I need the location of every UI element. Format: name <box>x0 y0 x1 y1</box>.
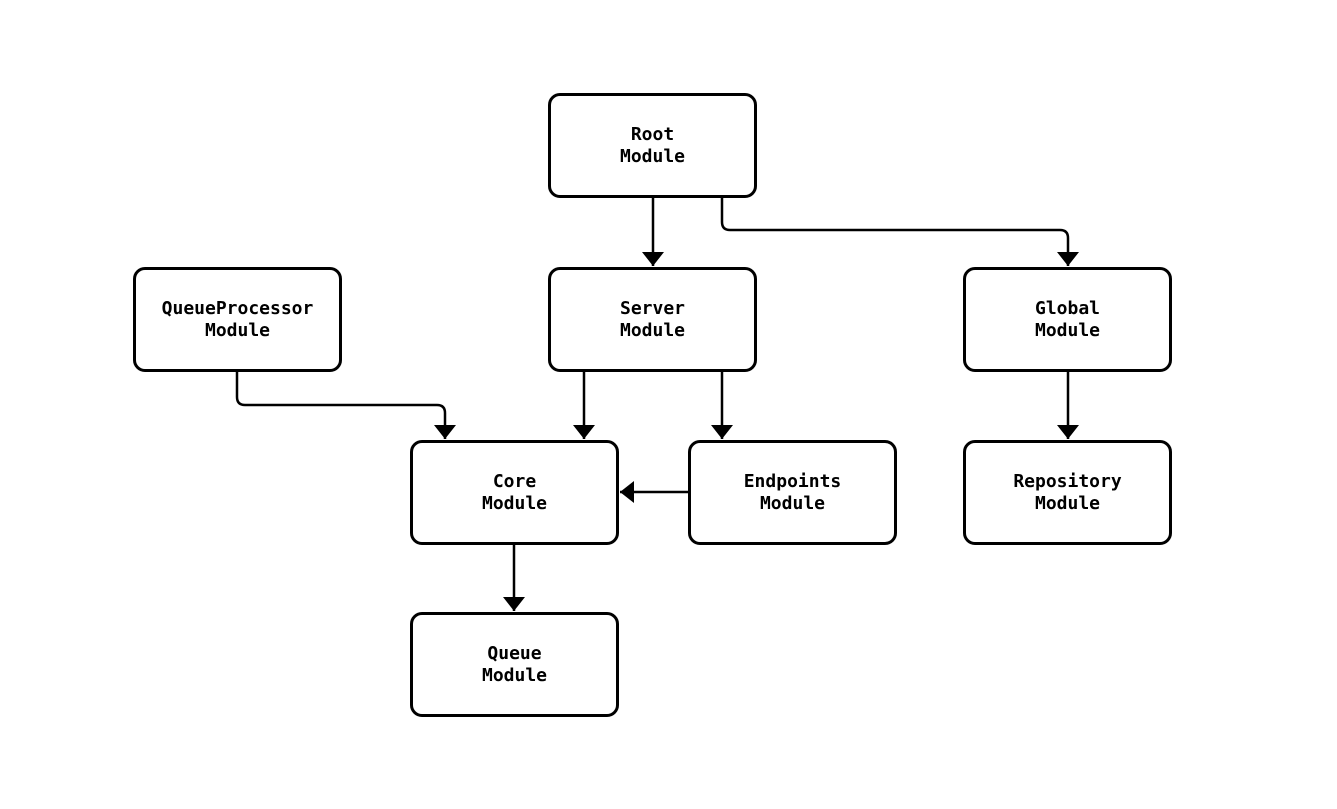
node-label: Global Module <box>1034 297 1101 341</box>
node-server-module: Server Module <box>548 267 757 372</box>
node-core-module: Core Module <box>410 440 619 545</box>
node-label: Root Module <box>619 123 686 167</box>
node-label: Queue Module <box>481 642 548 686</box>
node-queue-module: Queue Module <box>410 612 619 717</box>
edge-queueprocessor-to-core <box>235 372 456 439</box>
node-label: QueueProcessor Module <box>161 297 314 341</box>
node-repository-module: Repository Module <box>963 440 1172 545</box>
node-label: Endpoints Module <box>743 470 842 514</box>
node-queueprocessor-module: QueueProcessor Module <box>133 267 342 372</box>
node-label: Repository Module <box>1013 470 1122 514</box>
node-root-module: Root Module <box>548 93 757 198</box>
node-global-module: Global Module <box>963 267 1172 372</box>
node-endpoints-module: Endpoints Module <box>688 440 897 545</box>
node-label: Core Module <box>481 470 548 514</box>
node-label: Server Module <box>619 297 686 341</box>
edge-root-to-global <box>720 198 1079 266</box>
